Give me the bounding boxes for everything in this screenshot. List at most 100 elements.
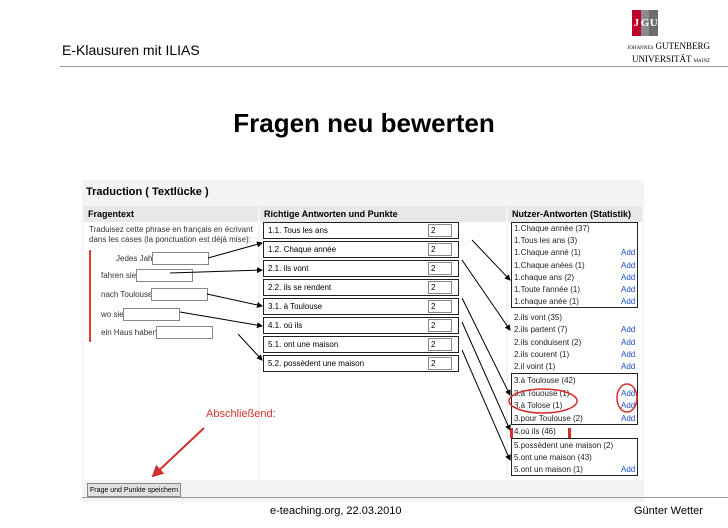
user-answer-row: 1.Chaque année (37) bbox=[514, 224, 590, 233]
arrow-answer4 bbox=[461, 321, 511, 431]
user-answer-row: 1.chaque ans (2) bbox=[514, 273, 575, 282]
add-answer-link[interactable]: Add bbox=[621, 362, 636, 371]
slide-title: Fragen neu bewerten bbox=[233, 108, 495, 138]
answer-row: 2.2. ils se rendent bbox=[263, 279, 459, 296]
user-answer-row: 3.à Toulouse (42) bbox=[514, 376, 576, 385]
arrow-gap5 bbox=[237, 333, 263, 361]
arrow-answer2 bbox=[461, 259, 511, 331]
logo-universitaet: UNIVERSITÄT bbox=[632, 54, 692, 64]
arrow-gap3 bbox=[206, 293, 263, 308]
university-logo-mark: J G U bbox=[632, 10, 659, 36]
add-answer-link[interactable]: Add bbox=[621, 285, 636, 294]
logo-gutenberg: GUTENBERG bbox=[655, 41, 711, 51]
logo-letter-u: U bbox=[649, 10, 659, 36]
column-header-richtige: Richtige Antworten und Punkte bbox=[260, 206, 506, 222]
arrow-gap1 bbox=[207, 241, 263, 259]
header-title: E-Klausuren mit ILIAS bbox=[62, 42, 200, 58]
points-input[interactable]: 2 bbox=[428, 300, 452, 313]
user-answer-row: 1.Chaque anées (1) bbox=[514, 261, 585, 270]
points-input[interactable]: 2 bbox=[428, 357, 452, 370]
user-answer-row: 1.Tous les ans (3) bbox=[514, 236, 578, 245]
gap-label-2: fahren sie bbox=[101, 271, 137, 280]
arrow-gap4 bbox=[179, 311, 263, 329]
user-answer-group-5 bbox=[511, 438, 638, 476]
add-answer-link[interactable]: Add bbox=[621, 273, 636, 282]
add-answer-link[interactable]: Add bbox=[621, 414, 636, 423]
highlight-mark-right bbox=[568, 428, 571, 438]
question-instruction: Traduisez cette phrase en français en éc… bbox=[89, 225, 253, 244]
university-logo-text: JOHANNES GUTENBERG UNIVERSITÄT MAINZ bbox=[598, 41, 710, 67]
points-input[interactable]: 2 bbox=[428, 243, 452, 256]
add-answer-link[interactable]: Add bbox=[621, 338, 636, 347]
column-header-fragentext: Fragentext bbox=[84, 206, 258, 222]
user-answer-row: 5.ont un maison (1) bbox=[514, 465, 583, 474]
user-answer-row: 5.ont une maison (43) bbox=[514, 453, 592, 462]
gap-marker-bar bbox=[89, 250, 91, 342]
points-input[interactable]: 2 bbox=[428, 319, 452, 332]
arrow-answer3 bbox=[461, 297, 511, 396]
add-answer-link[interactable]: Add bbox=[621, 325, 636, 334]
logo-mainz: MAINZ bbox=[693, 59, 710, 64]
answer-row: 5.2. possèdent une maison bbox=[263, 355, 459, 372]
points-input[interactable]: 2 bbox=[428, 224, 452, 237]
gap-input-4[interactable] bbox=[123, 308, 180, 321]
arrow-gap2 bbox=[169, 267, 263, 274]
points-input[interactable]: 2 bbox=[428, 338, 452, 351]
user-answer-row: 3.à Tolose (1) bbox=[514, 401, 563, 410]
user-answer-row: 3.pour Toulouse (2) bbox=[514, 414, 583, 423]
answer-row: 1.1. Tous les ans bbox=[263, 222, 459, 239]
user-answer-row: 2.il voint (1) bbox=[514, 362, 556, 371]
user-answer-row: 1.Chaque anné (1) bbox=[514, 248, 581, 257]
answer-row: 4.1. où ils bbox=[263, 317, 459, 334]
gap-label-3: nach Toulouse bbox=[101, 290, 153, 299]
arrow-answer1 bbox=[471, 239, 511, 281]
add-answer-link[interactable]: Add bbox=[621, 401, 636, 410]
user-answer-row: 1.Toute l'année (1) bbox=[514, 285, 581, 294]
answer-row: 5.1. ont une maison bbox=[263, 336, 459, 353]
user-answer-row: 2.ils partent (7) bbox=[514, 325, 568, 334]
footer-source: e-teaching.org, 22.03.2010 bbox=[270, 505, 402, 517]
add-answer-link[interactable]: Add bbox=[621, 350, 636, 359]
add-answer-link[interactable]: Add bbox=[621, 248, 636, 257]
footer-divider bbox=[82, 497, 728, 498]
question-type-title: Traduction ( Textlücke ) bbox=[86, 186, 209, 198]
user-answer-row: 5.possèdent une maison (2) bbox=[514, 441, 614, 450]
highlight-mark-left bbox=[510, 428, 513, 438]
user-answer-row: 2.ils courent (1) bbox=[514, 350, 570, 359]
column-header-nutzer: Nutzer-Antworten (Statistik) bbox=[508, 206, 642, 222]
gap-label-5: ein Haus haben bbox=[101, 328, 158, 337]
answer-row: 2.1. ils vont bbox=[263, 260, 459, 277]
arrow-to-save-button bbox=[151, 427, 205, 478]
gap-label-1: Jedes Jahr bbox=[116, 254, 156, 263]
highlight-ellipse-answers bbox=[508, 388, 578, 414]
arrow-answer5 bbox=[461, 349, 511, 461]
annotation-abschliessend: Abschließend: bbox=[206, 408, 276, 420]
highlight-ellipse-add bbox=[616, 383, 638, 413]
answer-row: 3.1. à Toulouse bbox=[263, 298, 459, 315]
gap-input-1[interactable] bbox=[152, 252, 209, 265]
user-answer-row: 2.ils conduisent (2) bbox=[514, 338, 582, 347]
logo-letter-g: G bbox=[640, 10, 650, 36]
points-input[interactable]: 2 bbox=[428, 262, 452, 275]
user-answers-panel bbox=[508, 222, 642, 480]
add-answer-link[interactable]: Add bbox=[621, 297, 636, 306]
header-divider bbox=[60, 66, 728, 67]
logo-letter-j: J bbox=[632, 10, 641, 36]
user-answer-row: 2.ils vont (35) bbox=[514, 313, 563, 322]
add-answer-link[interactable]: Add bbox=[621, 389, 636, 398]
answer-row: 1.2. Chaque année bbox=[263, 241, 459, 258]
user-answer-row: 4.où ils (46) bbox=[514, 427, 556, 436]
save-question-button[interactable]: Frage und Punkte speichern bbox=[87, 483, 181, 497]
gap-label-4: wo sie bbox=[101, 310, 124, 319]
user-answer-row: 3.à Tououse (1) bbox=[514, 389, 570, 398]
user-answer-group-1 bbox=[511, 222, 638, 308]
user-answer-row: 1.chaque anée (1) bbox=[514, 297, 579, 306]
gap-input-5[interactable] bbox=[156, 326, 213, 339]
footer-author: Günter Wetter bbox=[634, 505, 703, 517]
logo-johannes: JOHANNES bbox=[627, 46, 654, 51]
question-text-panel bbox=[84, 222, 258, 480]
add-answer-link[interactable]: Add bbox=[621, 261, 636, 270]
points-input[interactable]: 2 bbox=[428, 281, 452, 294]
add-answer-link[interactable]: Add bbox=[621, 465, 636, 474]
